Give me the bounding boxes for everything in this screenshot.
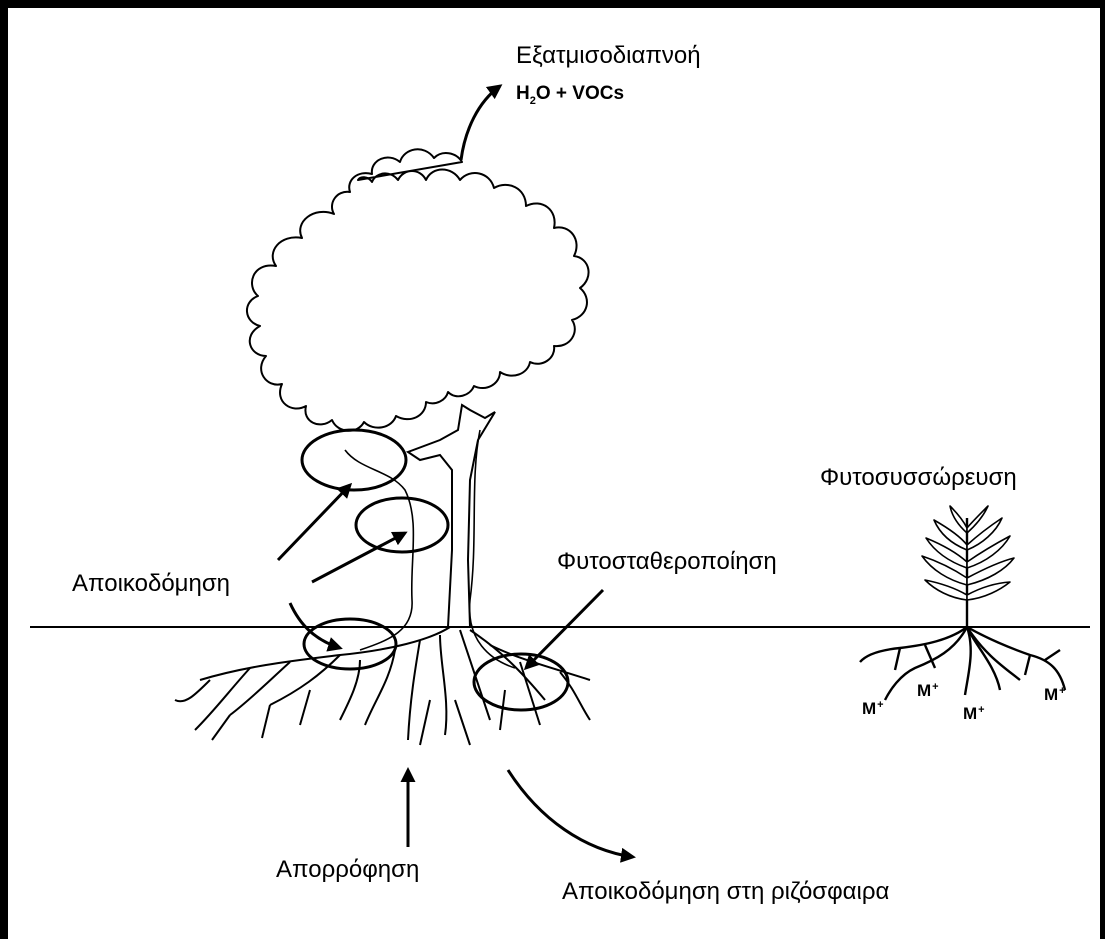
metal-ion-label: M+ — [862, 700, 884, 717]
rhizodegradation-label: Αποικοδόμηση στη ριζόσφαιρα — [562, 880, 889, 904]
tree-trunk — [408, 405, 495, 627]
evapotranspiration-label: Εξατμισοδιαπνοή — [516, 44, 701, 68]
accumulator-plant-roots — [860, 627, 1065, 700]
phytostabilization-arrow — [526, 590, 603, 668]
phytoaccumulation-label: Φυτοσυσσώρευση — [820, 466, 1017, 490]
tree-roots — [175, 627, 590, 745]
emission-label: H2O + VOCs — [516, 84, 624, 107]
rhizodegradation-arrow — [508, 770, 633, 857]
metal-ion-label: M+ — [963, 705, 985, 722]
emission-rest: O + VOCs — [536, 83, 624, 104]
degradation-arrow-2 — [312, 533, 405, 582]
degradation-label: Αποικοδόμηση — [72, 572, 230, 596]
phytostabilization-label: Φυτοσταθεροποίηση — [557, 550, 777, 574]
degradation-ellipse-middle — [356, 498, 448, 552]
degradation-arrow-3 — [290, 603, 340, 648]
accumulator-plant — [922, 506, 1014, 627]
absorption-label: Απορρόφηση — [276, 858, 419, 882]
emission-h: H — [516, 83, 530, 104]
trunk-vessel-right — [470, 430, 515, 668]
evapotranspiration-arrow — [461, 86, 500, 160]
metal-ion-label: M+ — [917, 682, 939, 699]
degradation-ellipse-upper — [302, 430, 406, 490]
tree-canopy — [247, 149, 589, 430]
degradation-arrow-1 — [278, 485, 350, 560]
metal-ion-label: M+ — [1044, 686, 1066, 703]
